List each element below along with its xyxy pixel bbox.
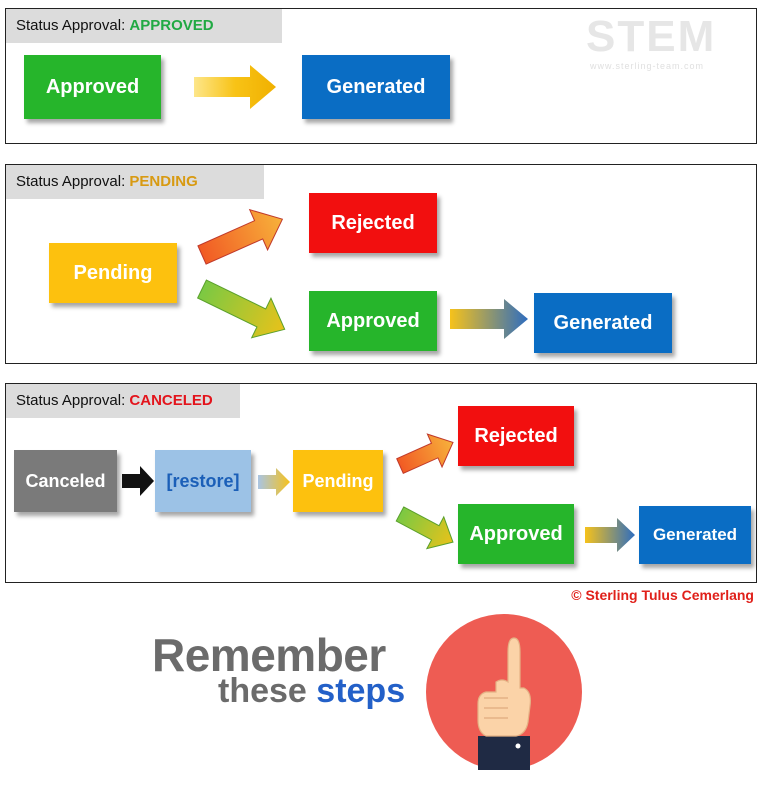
node-rejected: Rejected xyxy=(309,193,437,253)
node-generated: Generated xyxy=(302,55,450,119)
status-label: Status Approval: xyxy=(16,173,126,190)
headline-these: these xyxy=(218,672,307,710)
status-tag: Status Approval: PENDING xyxy=(6,165,264,199)
node-label: Generated xyxy=(553,311,653,334)
node-label: Rejected xyxy=(474,424,558,447)
status-value: APPROVED xyxy=(129,17,214,34)
node-approved: Approved xyxy=(24,55,161,119)
node-label: Approved xyxy=(469,522,563,545)
node-restore: [restore] xyxy=(155,450,251,512)
node-canceled: Canceled xyxy=(14,450,117,512)
pointing-finger-icon xyxy=(426,614,582,770)
status-value: PENDING xyxy=(129,173,198,190)
node-rejected: Rejected xyxy=(458,406,574,466)
arrow-restore-to-pending xyxy=(258,468,290,496)
arrow-pending-to-rejected xyxy=(197,208,284,265)
headline-line2: these steps xyxy=(218,672,405,711)
node-label: [restore] xyxy=(166,470,240,491)
arrow-approved-to-generated xyxy=(194,65,276,109)
arrow-approved-to-generated xyxy=(450,299,528,339)
status-tag: Status Approval: APPROVED xyxy=(6,9,282,43)
arrow-pending-to-approved xyxy=(395,506,454,550)
copyright-text: © Sterling Tulus Cemerlang xyxy=(571,587,754,603)
arrow-canceled-to-restore xyxy=(122,466,154,496)
headline-line1: Remember xyxy=(152,629,386,681)
stem-logo-text: STEM xyxy=(586,12,717,61)
arrow-pending-to-rejected xyxy=(396,433,454,474)
panel-pending: Status Approval: PENDING Pending Rejecte… xyxy=(5,164,757,364)
arrow-pending-to-approved xyxy=(196,279,286,339)
node-generated: Generated xyxy=(534,293,672,353)
node-approved: Approved xyxy=(309,291,437,351)
status-label: Status Approval: xyxy=(16,392,126,409)
arrow-approved-to-generated xyxy=(585,518,635,552)
node-pending: Pending xyxy=(293,450,383,512)
stem-logo: STEM www.sterling-team.com xyxy=(586,13,746,75)
node-label: Canceled xyxy=(25,470,106,491)
panel-approved: Status Approval: APPROVED STEM www.sterl… xyxy=(5,8,757,144)
stem-logo-url: www.sterling-team.com xyxy=(590,61,705,71)
node-label: Generated xyxy=(326,75,426,98)
panel-canceled: Status Approval: CANCELED Canceled [rest… xyxy=(5,383,757,583)
headline-steps: steps xyxy=(316,672,406,710)
node-label: Rejected xyxy=(331,211,415,234)
status-tag: Status Approval: CANCELED xyxy=(6,384,240,418)
node-label: Approved xyxy=(45,75,140,98)
node-label: Generated xyxy=(652,525,738,544)
node-pending: Pending xyxy=(49,243,177,303)
node-label: Approved xyxy=(326,309,420,332)
node-label: Pending xyxy=(302,470,374,491)
node-label: Pending xyxy=(73,261,153,284)
status-label: Status Approval: xyxy=(16,17,126,34)
status-value: CANCELED xyxy=(129,392,213,409)
node-generated: Generated xyxy=(639,506,751,564)
node-approved: Approved xyxy=(458,504,574,564)
